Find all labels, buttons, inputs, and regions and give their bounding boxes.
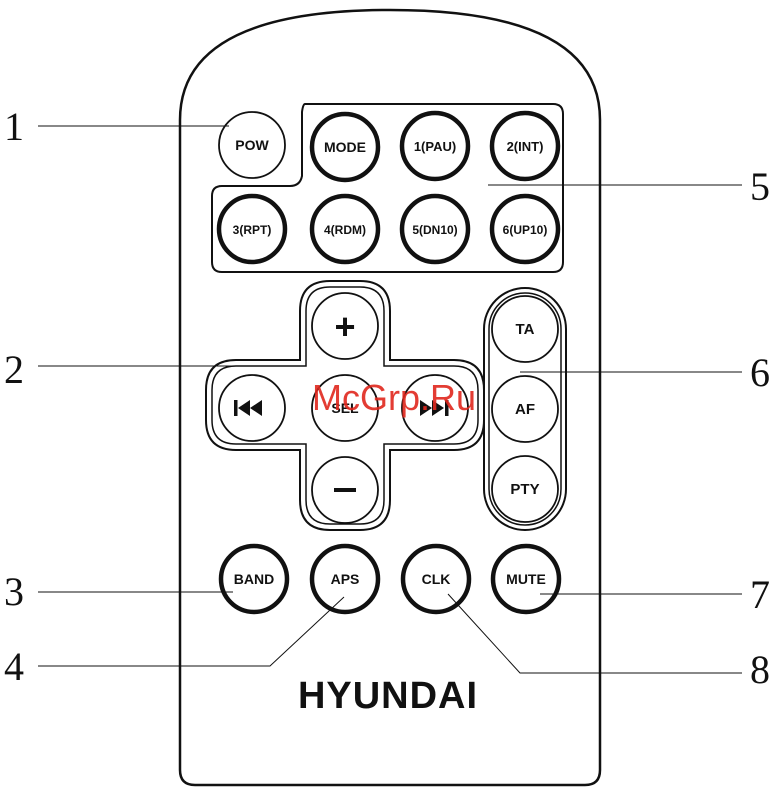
svg-text:PTY: PTY [510,481,539,498]
callout-6: 6 [750,350,770,395]
mode-button[interactable]: MODE [312,114,378,180]
button-2-int[interactable]: 2(INT) [492,113,558,179]
aps-button[interactable]: APS [312,546,378,612]
svg-text:TA: TA [516,321,535,338]
callout-2: 2 [4,347,24,392]
brand-logo: HYUNDAI [298,675,478,717]
svg-text:4(RDM): 4(RDM) [324,223,366,237]
button-3-rpt[interactable]: 3(RPT) [219,196,285,262]
svg-text:MODE: MODE [324,139,366,155]
minus-icon [334,488,356,492]
band-button[interactable]: BAND [221,546,287,612]
callout-5: 5 [750,164,770,209]
svg-text:6(UP10): 6(UP10) [503,223,548,237]
button-5-dn10[interactable]: 5(DN10) [402,196,468,262]
svg-text:POW: POW [235,137,269,153]
volume-up-button[interactable]: + [312,293,378,359]
ta-button[interactable]: TA [492,296,558,362]
svg-text:+: + [334,306,355,347]
volume-down-button[interactable] [312,457,378,523]
svg-text:BAND: BAND [234,571,274,587]
svg-text:MUTE: MUTE [506,571,546,587]
pty-button[interactable]: PTY [492,456,558,522]
svg-text:5(DN10): 5(DN10) [412,223,457,237]
callout-4: 4 [4,644,24,689]
svg-text:3(RPT): 3(RPT) [233,223,272,237]
svg-text:1(PAU): 1(PAU) [414,139,456,154]
af-button[interactable]: AF [492,376,558,442]
svg-text:APS: APS [331,571,360,587]
callout-1: 1 [4,104,24,149]
callout-3: 3 [4,569,24,614]
pow-button[interactable]: POW [219,112,285,178]
watermark: McGrp.Ru [312,377,476,418]
svg-text:CLK: CLK [422,571,451,587]
callout-8: 8 [750,647,770,692]
prev-track-button[interactable] [219,375,285,441]
button-1-pau[interactable]: 1(PAU) [402,113,468,179]
callout-7: 7 [750,572,770,617]
svg-text:AF: AF [515,401,535,418]
mute-button[interactable]: MUTE [493,546,559,612]
svg-text:2(INT): 2(INT) [507,139,544,154]
clk-button[interactable]: CLK [403,546,469,612]
button-4-rdm[interactable]: 4(RDM) [312,196,378,262]
button-6-up10[interactable]: 6(UP10) [492,196,558,262]
